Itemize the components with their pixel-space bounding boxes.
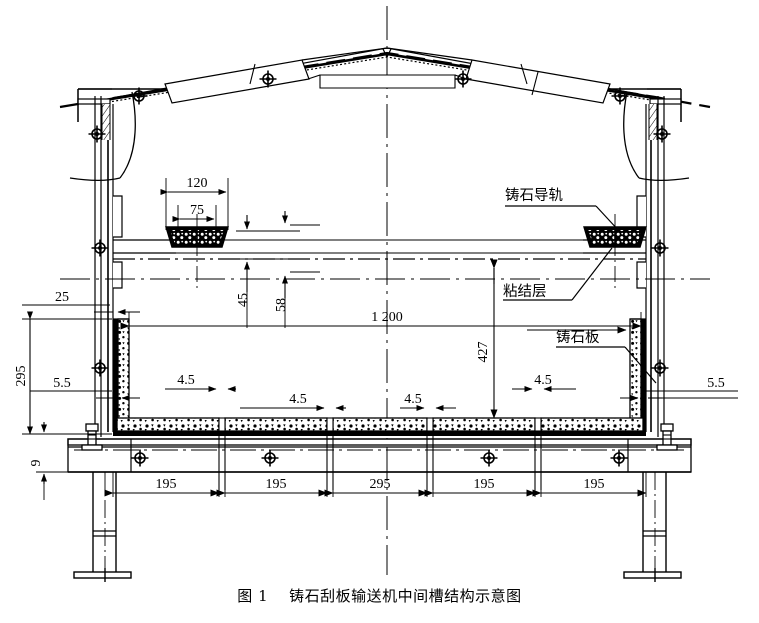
label-guide-rail: 铸石导轨 bbox=[505, 187, 563, 204]
bottom-segment bbox=[332, 417, 428, 432]
dimension-label-295: 295 bbox=[14, 366, 29, 387]
base-frame bbox=[67, 436, 692, 490]
dimension-label-25: 25 bbox=[55, 290, 69, 305]
dimension-label-427: 427 bbox=[476, 342, 491, 363]
dimension-label-1200: 1 200 bbox=[371, 310, 403, 325]
callout-bonding-layer bbox=[490, 247, 613, 301]
dimension-label-75: 75 bbox=[190, 203, 204, 218]
cast-stone-plate-left bbox=[113, 318, 130, 435]
dimension-5-5-left bbox=[30, 390, 140, 401]
callout-guide-rail bbox=[505, 205, 621, 233]
outer-shell bbox=[77, 88, 682, 122]
dimension-5-5-right bbox=[620, 390, 738, 401]
dimension-label-seg4-195: 195 bbox=[474, 477, 495, 492]
figure-caption: 图 1 铸石刮板输送机中间槽结构示意图 bbox=[237, 587, 522, 605]
dimension-label-120: 120 bbox=[187, 176, 208, 191]
dimension-label-seg5-195: 195 bbox=[584, 477, 605, 492]
dimension-75 bbox=[172, 205, 217, 232]
dimension-120 bbox=[160, 178, 229, 230]
dimension-label-4-5-c: 4.5 bbox=[404, 392, 422, 407]
bottom-segment bbox=[432, 417, 536, 432]
bottom-segment bbox=[540, 417, 644, 432]
bottom-segment bbox=[116, 417, 220, 432]
dimension-label-9: 9 bbox=[29, 460, 44, 467]
bottom-segment bbox=[224, 417, 328, 432]
guide-rail-right bbox=[583, 226, 647, 248]
dimension-label-seg1-195: 195 bbox=[156, 477, 177, 492]
dimension-45 bbox=[236, 215, 300, 328]
label-bonding-layer: 粘结层 bbox=[503, 283, 547, 300]
support-leg-right bbox=[623, 472, 682, 582]
dimension-label-58: 58 bbox=[274, 298, 289, 312]
dimension-label-seg2-195: 195 bbox=[266, 477, 287, 492]
dimension-label-4-5-a: 4.5 bbox=[177, 373, 195, 388]
dimension-label-4-5-d: 4.5 bbox=[534, 373, 552, 388]
cast-stone-plate-right bbox=[629, 318, 646, 435]
dimension-label-45: 45 bbox=[236, 293, 251, 307]
plate-corner-joints bbox=[113, 318, 646, 436]
dimension-1200 bbox=[120, 312, 642, 330]
dimension-label-4-5-b: 4.5 bbox=[289, 392, 307, 407]
bolt-right bbox=[656, 423, 678, 451]
dimension-label-seg3-295: 295 bbox=[370, 477, 391, 492]
callout-cast-stone-plate bbox=[556, 346, 657, 384]
dimension-58 bbox=[282, 211, 320, 328]
dimension-label-5-5-left: 5.5 bbox=[53, 376, 71, 391]
bolt-left bbox=[81, 423, 103, 451]
bottom-dimension-chain bbox=[104, 472, 647, 497]
label-cast-stone-plate: 铸石板 bbox=[556, 328, 600, 346]
dimension-9 bbox=[36, 422, 112, 500]
dimension-label-5-5-right: 5.5 bbox=[707, 376, 725, 391]
